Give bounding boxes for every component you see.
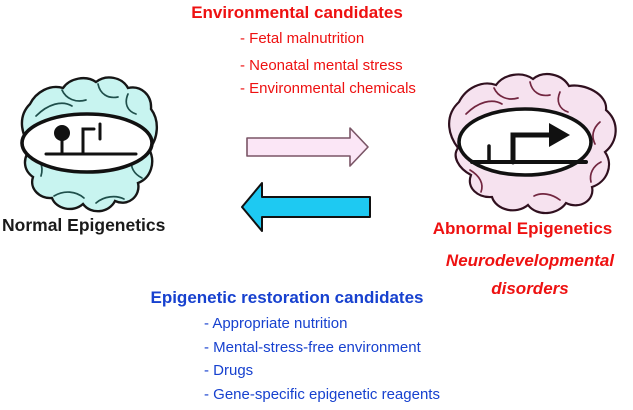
brain-sulci [469, 169, 483, 193]
brain-sulci [61, 89, 87, 102]
environmental-item: - Fetal malnutrition [240, 30, 365, 47]
brain-sulci [95, 195, 125, 204]
restoration-item: - Gene-specific epigenetic reagents [204, 385, 440, 403]
brain-sulci [589, 161, 602, 183]
neurodevelopmental-disorders-label: Neurodevelopmental disorders [425, 247, 633, 303]
abnormal-brain-illustration [448, 73, 617, 215]
gene-panel [20, 112, 154, 174]
restoration-title: Epigenetic restoration candidates [150, 288, 424, 307]
brain-sulci [465, 100, 503, 115]
brain-sulci [557, 91, 569, 113]
normal-epigenetics-label: Normal Epigenetics [2, 215, 166, 235]
brain-sulci [125, 93, 137, 115]
left-arrow-icon [241, 182, 371, 232]
restoration-item: - Drugs [204, 362, 254, 379]
brain-sulci [493, 87, 519, 100]
restoration-item: - Mental-stress-free environment [204, 338, 421, 356]
active-transcription-arrow-icon [470, 123, 588, 165]
arrowhead [549, 123, 570, 147]
environmental-list: - Fetal malnutrition - Neonatal mental s… [240, 31, 416, 96]
abnormal-epigenetics-label: Abnormal Epigenetics [432, 219, 613, 238]
right-arrow-icon [246, 127, 369, 167]
brain-sulci [35, 102, 73, 117]
disorders-line: disorders [491, 279, 569, 298]
brain-sulci [533, 193, 561, 201]
brain-sulci [53, 191, 85, 199]
restoration-item: - Appropriate nutrition [204, 315, 348, 332]
brain-sulci [97, 83, 119, 99]
methylated-silenced-gene-icon [44, 122, 138, 156]
environmental-title: Environmental candidates [191, 3, 403, 22]
blocked-promoter-icon [81, 127, 96, 156]
restoration-list: - Appropriate nutrition - Mental-stress-… [204, 312, 440, 406]
brain-sulci [529, 81, 551, 97]
disorders-line: Neurodevelopmental [445, 251, 615, 270]
methyl-mark-icon [54, 125, 70, 141]
environmental-item: - Environmental chemicals [240, 80, 416, 97]
environmental-item: - Neonatal mental stress [240, 57, 403, 74]
gene-panel [457, 107, 593, 177]
normal-brain-illustration [20, 76, 158, 213]
brain-sulci [592, 121, 601, 145]
